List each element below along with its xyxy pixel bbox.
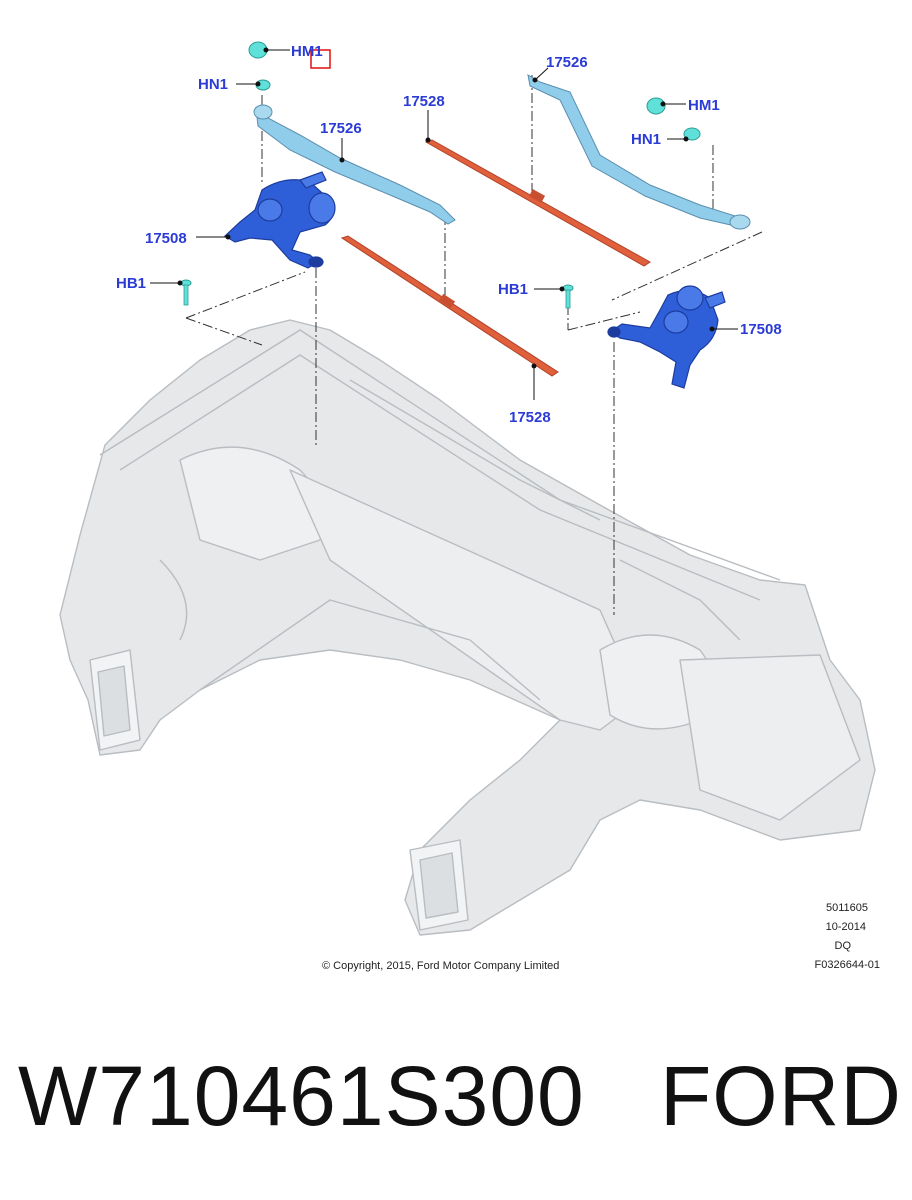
wiper-motor-right (607, 285, 726, 389)
callout-hn1-right: HN1 (631, 131, 661, 148)
front-body-structure (59, 319, 876, 936)
meta-line-3: DQ (835, 940, 852, 952)
meta-line-1: 5011605 (826, 902, 868, 914)
callout-hb1-left: HB1 (116, 275, 146, 292)
callout-blade-top: 17528 (403, 93, 445, 110)
wiper-arm-left (253, 104, 456, 225)
cap-nut-right-icon (646, 97, 666, 115)
meta-line-2: 10-2014 (826, 921, 866, 933)
meta-line-4: F0326644-01 (815, 959, 880, 971)
bolt-right-icon (562, 284, 574, 309)
wiper-motor-left (224, 171, 336, 269)
wiper-blade-lower (340, 235, 559, 377)
callout-blade-bottom: 17528 (509, 409, 551, 426)
callout-arm-left: 17526 (320, 120, 362, 137)
wiper-exploded-diagram: HM1 HN1 17526 17528 17508 HB1 17526 HM1 … (59, 41, 880, 972)
alignment-lines (185, 75, 763, 615)
callout-hm1-right: HM1 (688, 97, 720, 114)
wiper-blade-upper (424, 139, 651, 267)
bolt-left-icon (180, 279, 192, 306)
callout-motor-right: 17508 (740, 321, 782, 338)
highlight-box (310, 49, 331, 69)
part-number: W710461S300 (18, 1049, 585, 1143)
nut-right-icon (683, 127, 701, 141)
callout-motor-left: 17508 (145, 230, 187, 247)
callout-hn1-left: HN1 (198, 76, 228, 93)
callout-hb1-right: HB1 (498, 281, 528, 298)
brand-name: FORD (660, 1049, 902, 1143)
leader-lines (150, 47, 738, 400)
copyright-text: © Copyright, 2015, Ford Motor Company Li… (322, 960, 559, 972)
callout-hm1-left: HM1 (291, 43, 323, 60)
wiper-arm-right (527, 74, 751, 230)
callout-arm-right: 17526 (546, 54, 588, 71)
